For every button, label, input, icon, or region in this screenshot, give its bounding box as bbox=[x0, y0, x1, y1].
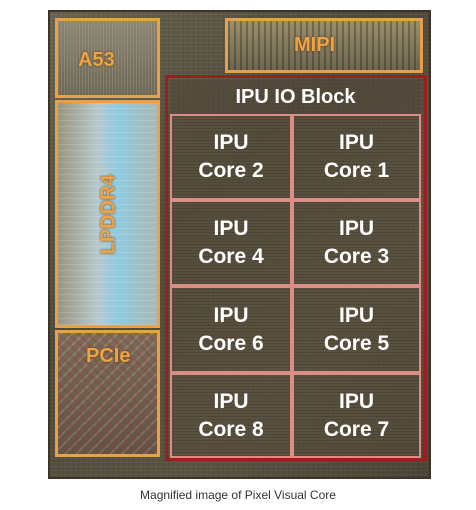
ipu-core-5: IPU Core 5 bbox=[292, 286, 421, 373]
ipu-core-4: IPU Core 4 bbox=[170, 200, 292, 286]
core-line1: IPU bbox=[213, 217, 249, 240]
pcie-block: PCIe bbox=[55, 330, 160, 457]
core-line2: Core 4 bbox=[198, 245, 264, 268]
mipi-block: MIPI bbox=[225, 18, 423, 73]
lpddr4-label: LPDDR4 bbox=[97, 174, 120, 255]
a53-label: A53 bbox=[78, 49, 115, 71]
ipu-core-3: IPU Core 3 bbox=[292, 200, 421, 286]
ipu-core-1: IPU Core 1 bbox=[292, 114, 421, 200]
ipu-region bbox=[165, 75, 427, 461]
core-line2: Core 7 bbox=[323, 417, 390, 441]
core-line1: IPU bbox=[213, 303, 249, 327]
mipi-label: MIPI bbox=[294, 34, 336, 56]
core-line2: Core 3 bbox=[323, 245, 390, 268]
ipu-core-7: IPU Core 7 bbox=[292, 373, 421, 458]
core-line1: IPU bbox=[338, 303, 374, 327]
core-line2: Core 8 bbox=[198, 417, 264, 441]
a53-block: A53 bbox=[55, 18, 160, 98]
core-line1: IPU bbox=[213, 389, 249, 413]
core-line2: Core 6 bbox=[198, 331, 264, 355]
ipu-core-2: IPU Core 2 bbox=[170, 114, 292, 200]
core-line1: IPU bbox=[338, 389, 374, 413]
core-line1: IPU bbox=[213, 131, 249, 154]
core-line2: Core 5 bbox=[323, 331, 390, 355]
core-line1: IPU bbox=[338, 217, 374, 240]
figure-caption: Magnified image of Pixel Visual Core bbox=[140, 488, 336, 502]
core-line2: Core 2 bbox=[198, 159, 264, 182]
ipu-io-block: IPU IO Block bbox=[170, 80, 421, 116]
core-line2: Core 1 bbox=[323, 159, 390, 182]
ipu-core-6: IPU Core 6 bbox=[170, 286, 292, 373]
lpddr4-block: LPDDR4 bbox=[55, 100, 160, 328]
core-line1: IPU bbox=[338, 131, 374, 154]
pcie-label: PCIe bbox=[86, 345, 131, 367]
ipu-core-8: IPU Core 8 bbox=[170, 373, 292, 458]
